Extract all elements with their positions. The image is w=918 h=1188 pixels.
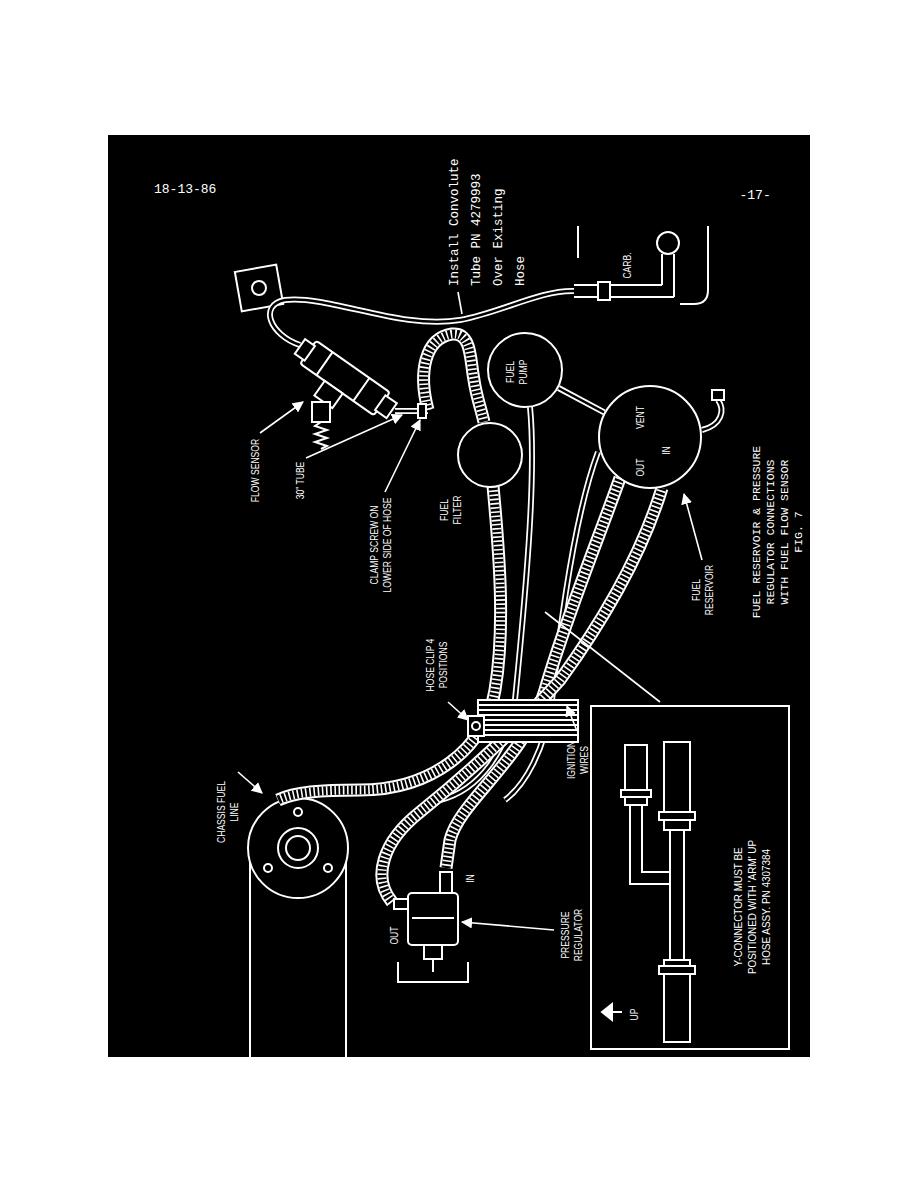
hose-clip-band (468, 700, 578, 742)
flow-sensor (282, 335, 400, 437)
leader-line (306, 415, 402, 458)
part-label: PRESSURE REGULATOR (559, 907, 585, 963)
hose-clip-band (472, 722, 480, 730)
convolute-hose (424, 334, 484, 422)
pressure-regulator (398, 962, 468, 982)
flow-sensor (375, 395, 397, 418)
vent-hose-connector (559, 388, 605, 412)
fuel-reservoir-circle: OUT VENT IN (598, 385, 702, 489)
page-date: 18-13-86 (154, 182, 216, 198)
fuel-pump-circle: FUEL PUMP (487, 332, 563, 408)
flow-sensor (418, 404, 426, 418)
y-connector-drawing (670, 830, 684, 960)
part-label: CHASSIS FUEL LINE (215, 778, 241, 847)
direction-label: UP (628, 1008, 641, 1020)
pressure-regulator (424, 945, 442, 959)
hose-clip-band (468, 716, 484, 736)
port-label: OUT (388, 926, 401, 944)
convolute-hose (424, 334, 484, 422)
fuel-filter-circle: FUEL FILTER (457, 422, 523, 488)
pressure-regulator (432, 959, 434, 972)
fuel-reservoir-fitting (712, 390, 724, 400)
pressure-regulator (412, 917, 454, 919)
part-label: FLOW SENSOR (249, 438, 262, 501)
inset-box: UP Y-CONNECTOR MUST BE POSITIONED WITH 'A… (590, 705, 790, 1050)
convolute-hose (278, 486, 501, 800)
leader-line (238, 292, 702, 930)
flow-sensor (295, 339, 315, 361)
convolute-hose (446, 478, 620, 868)
sensor-tube (702, 400, 721, 430)
carburetor (578, 226, 708, 304)
pressure-regulator (394, 899, 408, 909)
figure-caption: FUEL RESERVOIR & PRESSURE REGULATOR CONN… (750, 444, 806, 620)
hose-core (559, 388, 605, 412)
flow-sensor (315, 422, 327, 449)
fuel-reservoir-fitting (712, 390, 724, 400)
inset-note: Y-CONNECTOR MUST BE POSITIONED WITH 'ARM… (731, 835, 773, 979)
leader-line (238, 772, 262, 793)
convolute-hose (382, 488, 662, 902)
chassis-flange (324, 864, 332, 872)
carburetor (598, 282, 610, 300)
port-label: IN (660, 446, 673, 455)
part-label: CARB. (621, 252, 634, 278)
convolute-hose (446, 478, 620, 868)
leader-line (684, 494, 702, 560)
mounting-bracket (252, 281, 266, 295)
sensor-tube (702, 400, 721, 430)
pressure-regulator (440, 872, 452, 893)
convolute-hose (382, 488, 662, 902)
chassis-flange (286, 836, 310, 860)
sensor-tube (270, 291, 721, 800)
leader-line (545, 612, 660, 702)
hose-outline (559, 388, 605, 412)
carburetor (657, 232, 679, 254)
y-connector-drawing (659, 966, 695, 974)
pressure-regulator (408, 893, 458, 945)
chassis-flange (264, 864, 272, 872)
instruction-note: Install Convolute Tube PN 4279993 Over E… (444, 154, 532, 286)
y-connector-drawing (621, 790, 651, 797)
leader-line (448, 702, 468, 720)
port-label: IN (464, 874, 477, 883)
flow-sensor (282, 335, 426, 449)
convolute-hose (424, 334, 484, 422)
convolute-hose (446, 478, 620, 868)
part-label: FUEL RESERVOIR (690, 562, 716, 618)
hose-clip-band (478, 700, 578, 742)
flow-sensor (312, 402, 330, 422)
carburetor (574, 226, 708, 304)
leader-line (458, 292, 462, 314)
y-connector-drawing (602, 742, 695, 1042)
part-label: IGNITION WIRES (565, 737, 591, 784)
leader-line (260, 402, 303, 433)
convolute-hose (278, 486, 501, 800)
component-label: FUEL PUMP (504, 356, 530, 387)
leader-line (462, 922, 554, 930)
y-connector-drawing (602, 1004, 612, 1020)
chassis-flange (248, 798, 348, 898)
port-label: OUT (634, 458, 647, 476)
convolute-hose (278, 486, 501, 800)
part-label: 30" TUBE (294, 461, 307, 499)
convolute-hose (382, 488, 662, 902)
y-connector-drawing (659, 812, 695, 820)
part-label: HOSE CLIP 4 POSITIONS (424, 637, 450, 693)
pressure-regulator (394, 872, 468, 982)
component-label: FUEL FILTER (437, 492, 463, 527)
leader-line (385, 420, 420, 492)
hose-clip-band (478, 705, 578, 735)
leader-line (567, 706, 577, 731)
y-connector-drawing (630, 805, 670, 884)
chassis-flange (278, 828, 318, 868)
port-label: VENT (634, 406, 647, 429)
page-number: -17- (740, 188, 771, 204)
chassis-flange (294, 808, 302, 816)
black-panel (108, 135, 810, 1057)
part-label: CLAMP SCREW ON LOWER SIDE OF HOSE (367, 496, 393, 594)
chassis-flange (248, 798, 348, 1057)
y-connector-drawing (612, 1011, 622, 1013)
